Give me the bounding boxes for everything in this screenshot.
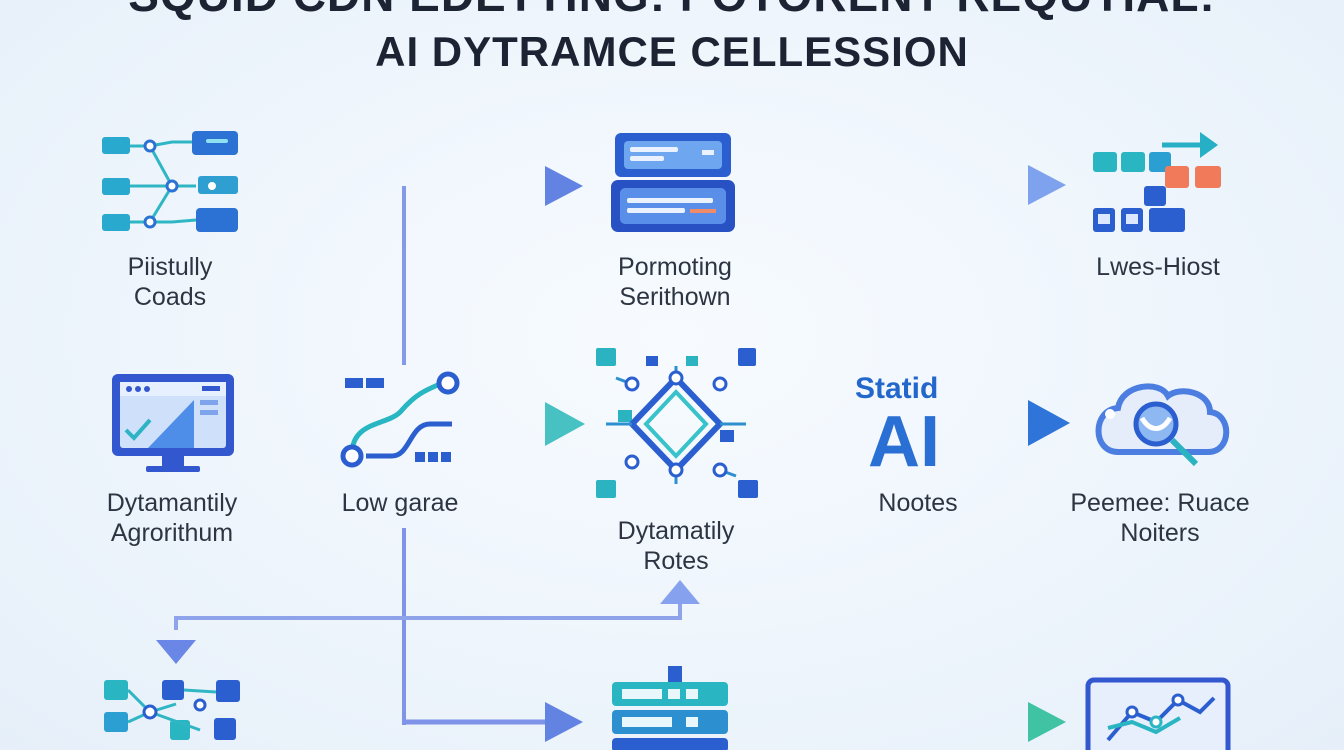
server-rack-icon bbox=[611, 133, 735, 232]
arrow-rotes-to-noiters bbox=[765, 400, 1070, 446]
blocks-arrow-icon bbox=[1093, 132, 1221, 232]
node-label-low-garae: Low garae bbox=[300, 488, 500, 518]
diagram-title-line-2: AI DYTRAMCE CELLESSION bbox=[375, 28, 969, 75]
node-label-line: Lwes-Hiost bbox=[1096, 253, 1220, 281]
node-label-line: Peemee: Ruace bbox=[1070, 489, 1250, 517]
arrow-bottom-to-right bbox=[765, 702, 1066, 742]
node-label-line: Dytamatily bbox=[617, 517, 735, 545]
node-label-line: Agrorithum bbox=[110, 519, 234, 547]
chart-monitor-icon bbox=[1085, 677, 1231, 750]
arrow-agrorithum-to-rotes bbox=[262, 402, 585, 446]
database-stack-icon bbox=[612, 666, 728, 750]
node-label-lwes-hiost: Lwes-Hiost bbox=[1058, 252, 1258, 282]
diagram-title-line-1: SQUID CDN EDETTING: POTORENT REQUTIAL: bbox=[0, 0, 1344, 22]
node-label-line: Low garae bbox=[341, 489, 459, 517]
ai-big-label: AI bbox=[868, 402, 940, 482]
monitor-icon bbox=[112, 374, 234, 472]
node-label-line: Dytamantily bbox=[106, 489, 238, 517]
network-diamond-icon bbox=[596, 348, 758, 498]
node-label-line: Serithown bbox=[619, 283, 731, 311]
arrow-bottom-to-middle bbox=[404, 702, 583, 742]
cloud-search-icon bbox=[1095, 383, 1230, 467]
node-label-dytamatily-rotes: Dytamatily Rotes bbox=[566, 516, 786, 576]
node-label-line: Rotes bbox=[643, 547, 709, 575]
node-label-pilotly-coads: Piistully Coads bbox=[70, 252, 270, 312]
circuit-icon bbox=[340, 371, 460, 468]
statid-label: Statid bbox=[855, 372, 939, 405]
node-label-pormoting-serithown: Pormoting Serithown bbox=[575, 252, 775, 312]
node-label-line: Noiters bbox=[1120, 519, 1200, 547]
arrow-serithown-to-hiost bbox=[765, 165, 1066, 205]
network-tree-bottom-icon bbox=[104, 680, 240, 740]
node-label-peemee-ruace-noiters: Peemee: Ruace Noiters bbox=[1040, 488, 1280, 548]
node-label-line: Coads bbox=[133, 283, 207, 311]
node-label-line: Pormoting bbox=[618, 253, 732, 281]
network-tree-icon bbox=[102, 131, 238, 232]
arrow-coads-to-serithown bbox=[262, 166, 583, 206]
node-label-line: Piistully bbox=[127, 253, 213, 281]
arrow-loop-up bbox=[156, 580, 700, 664]
node-label-nootes: Nootes bbox=[878, 489, 958, 517]
node-label-dytamantily-agrorithum: Dytamantily Agrorithum bbox=[62, 488, 282, 548]
